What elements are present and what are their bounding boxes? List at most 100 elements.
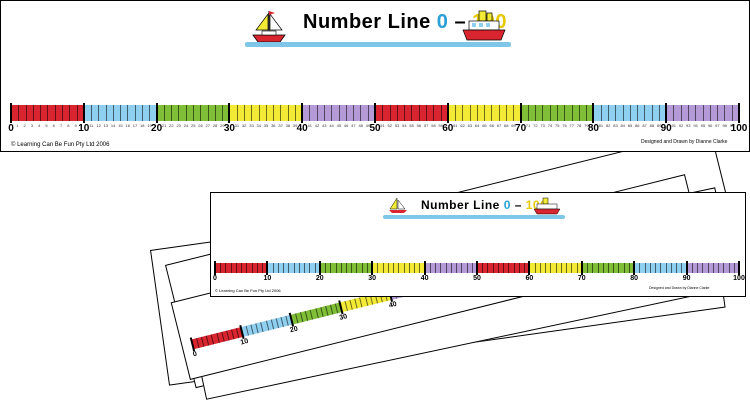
minor-tick-96 <box>709 105 711 121</box>
minor-label-41: 41 <box>307 123 312 128</box>
minor-label-52: 52 <box>387 123 392 128</box>
minor-label-77: 77 <box>569 123 574 128</box>
minor-tick-32 <box>243 105 245 121</box>
minor-label-38: 38 <box>285 123 291 128</box>
minor-tick-74 <box>602 263 604 273</box>
minor-label-87: 87 <box>642 123 647 128</box>
minor-tick-26 <box>351 263 353 273</box>
minor-label-72: 72 <box>533 123 538 128</box>
minor-tick-92 <box>697 263 699 273</box>
minor-tick-28 <box>214 105 216 121</box>
tick-label-30: 30 <box>368 275 377 282</box>
tick-label-50: 50 <box>369 123 381 134</box>
minor-tick-84 <box>622 105 624 121</box>
minor-label-24: 24 <box>183 123 189 128</box>
minor-tick-65 <box>555 263 557 273</box>
minor-tick-62 <box>462 105 464 121</box>
major-tick-90 <box>685 261 688 275</box>
minor-tick-27 <box>356 263 358 273</box>
minor-tick-21 <box>163 105 165 121</box>
minor-tick-67 <box>498 105 500 121</box>
tick-label-10: 10 <box>263 275 272 282</box>
segment-80-90 <box>593 105 667 121</box>
major-tick-90 <box>665 103 668 123</box>
minor-tick-78 <box>623 263 625 273</box>
minor-tick-56 <box>508 263 510 273</box>
minor-tick-59 <box>440 105 442 121</box>
minor-tick-55 <box>411 105 413 121</box>
minor-tick-81 <box>600 105 602 121</box>
minor-tick-97 <box>717 105 719 121</box>
minor-tick-53 <box>396 105 398 121</box>
segment-60-70 <box>529 263 582 273</box>
minor-tick-41 <box>309 105 311 121</box>
minor-tick-16 <box>127 105 129 121</box>
minor-tick-77 <box>618 263 620 273</box>
major-tick-100 <box>738 261 740 275</box>
minor-label-89: 89 <box>656 123 662 128</box>
segment-80-90 <box>634 263 687 273</box>
water-strip <box>245 42 511 47</box>
overlay-water <box>383 215 565 219</box>
minor-tick-33 <box>251 105 253 121</box>
minor-tick-49 <box>367 105 369 121</box>
minor-tick-18 <box>309 263 311 273</box>
minor-tick-77 <box>571 105 573 121</box>
minor-tick-24 <box>185 105 187 121</box>
minor-label-63: 63 <box>467 123 473 128</box>
minor-label-99: 99 <box>729 123 735 128</box>
major-tick-70 <box>519 103 522 123</box>
minor-tick-38 <box>414 263 416 273</box>
segment-40-50 <box>424 263 477 273</box>
minor-tick-2 <box>225 263 227 273</box>
minor-label-2: 2 <box>23 123 26 128</box>
minor-tick-15 <box>293 263 295 273</box>
tick-label-20: 20 <box>151 123 163 134</box>
minor-label-43: 43 <box>322 123 327 128</box>
minor-tick-23 <box>335 263 337 273</box>
major-tick-100 <box>738 103 740 123</box>
segment-20-30 <box>156 105 230 121</box>
minor-label-45: 45 <box>336 123 342 128</box>
tick-label-60: 60 <box>525 275 534 282</box>
minor-tick-58 <box>518 263 520 273</box>
minor-tick-49 <box>471 263 473 273</box>
minor-label-91: 91 <box>671 123 676 128</box>
minor-tick-68 <box>506 105 508 121</box>
overlay-credit: Designed and Drawn by Dianne Clarke <box>649 286 710 290</box>
minor-tick-25 <box>346 263 347 273</box>
minor-tick-35 <box>398 263 400 273</box>
minor-tick-65 <box>484 105 486 121</box>
minor-tick-8 <box>256 263 258 273</box>
minor-tick-69 <box>576 263 578 273</box>
minor-label-79: 79 <box>584 123 589 128</box>
major-tick-60 <box>446 103 449 123</box>
minor-tick-71 <box>527 105 529 121</box>
minor-tick-38 <box>287 105 289 121</box>
major-tick-30 <box>228 103 231 123</box>
minor-tick-87 <box>670 263 672 273</box>
minor-label-8: 8 <box>67 123 70 128</box>
minor-label-51: 51 <box>380 123 385 128</box>
overlay-title: Number Line 0 – 100 <box>421 198 548 212</box>
minor-tick-53 <box>492 263 494 273</box>
minor-label-44: 44 <box>329 123 334 128</box>
tugboat-icon <box>461 9 507 45</box>
segment-20-30 <box>319 263 373 273</box>
minor-label-26: 26 <box>198 123 203 128</box>
minor-label-61: 61 <box>453 123 458 128</box>
minor-label-47: 47 <box>351 123 356 128</box>
segment-30-40 <box>372 263 425 273</box>
minor-label-32: 32 <box>241 123 247 128</box>
minor-label-54: 54 <box>402 123 407 128</box>
minor-tick-94 <box>695 105 697 121</box>
minor-label-25: 25 <box>191 123 196 128</box>
minor-tick-51 <box>382 105 384 121</box>
major-tick-50 <box>476 261 478 275</box>
minor-label-18: 18 <box>140 123 145 128</box>
overlay-copyright: © Learning Can Be Fun Pty Ltd 2006 <box>215 288 281 293</box>
minor-label-73: 73 <box>540 123 545 128</box>
minor-tick-79 <box>586 105 588 121</box>
minor-tick-74 <box>549 105 551 121</box>
